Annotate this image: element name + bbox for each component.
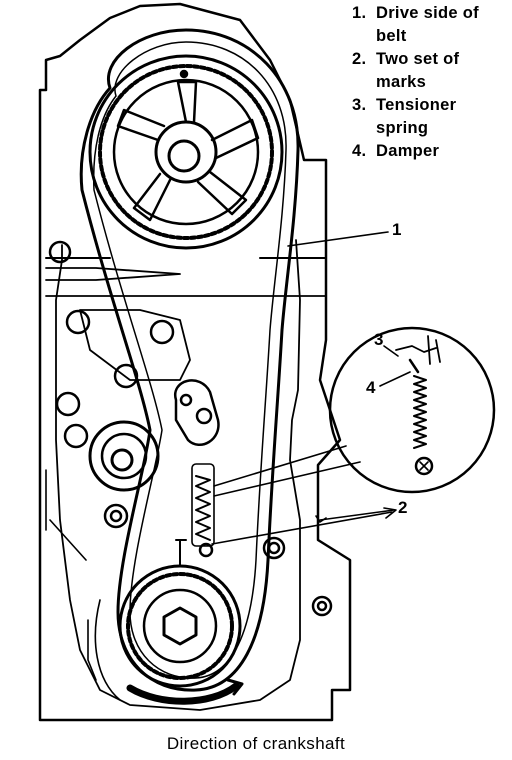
timing-cover-inner	[55, 239, 301, 711]
timing-belt-inner	[92, 41, 287, 679]
legend-number: 4.	[352, 142, 367, 160]
legend: 1. Drive side of belt 2. Two set of mark…	[352, 2, 502, 163]
legend-label: Drive side of belt	[376, 4, 479, 45]
legend-item-1: 1. Drive side of belt	[352, 2, 502, 48]
engine-block-outline	[38, 2, 352, 722]
crankshaft-sprocket	[118, 564, 242, 688]
callout-2: 2	[398, 498, 408, 517]
legend-number: 3.	[352, 96, 367, 114]
camshaft-bolt	[167, 139, 201, 173]
legend-item-3: 3. Tensioner spring	[352, 94, 502, 140]
diagram-caption: Direction of crankshaft	[166, 734, 346, 753]
tensioner-spring	[195, 475, 211, 541]
callout-1-leader	[287, 231, 389, 247]
callout-2-leader-b	[319, 509, 395, 521]
legend-item-2: 2. Two set of marks	[352, 48, 502, 94]
idler-pulley	[88, 420, 160, 492]
legend-label: Tensioner spring	[376, 96, 457, 137]
legend-item-4: 4. Damper	[352, 140, 502, 163]
rotation-direction-arrow	[126, 682, 240, 705]
legend-number: 2.	[352, 50, 367, 68]
legend-label: Two set of marks	[376, 50, 460, 91]
callout-3: 3	[374, 330, 384, 349]
callout-4: 4	[366, 378, 376, 397]
tensioner-bracket	[174, 379, 220, 446]
callout-1: 1	[392, 220, 402, 239]
legend-number: 1.	[352, 4, 367, 22]
camshaft-hub	[154, 120, 218, 184]
detail-spring	[413, 375, 427, 449]
callout-2-leader-a	[211, 511, 393, 545]
crankshaft-hex-bolt	[162, 606, 198, 646]
timing-belt	[79, 28, 300, 692]
detail-inset-circle	[328, 326, 496, 494]
legend-label: Damper	[376, 142, 440, 160]
camshaft-sprocket	[88, 54, 284, 250]
